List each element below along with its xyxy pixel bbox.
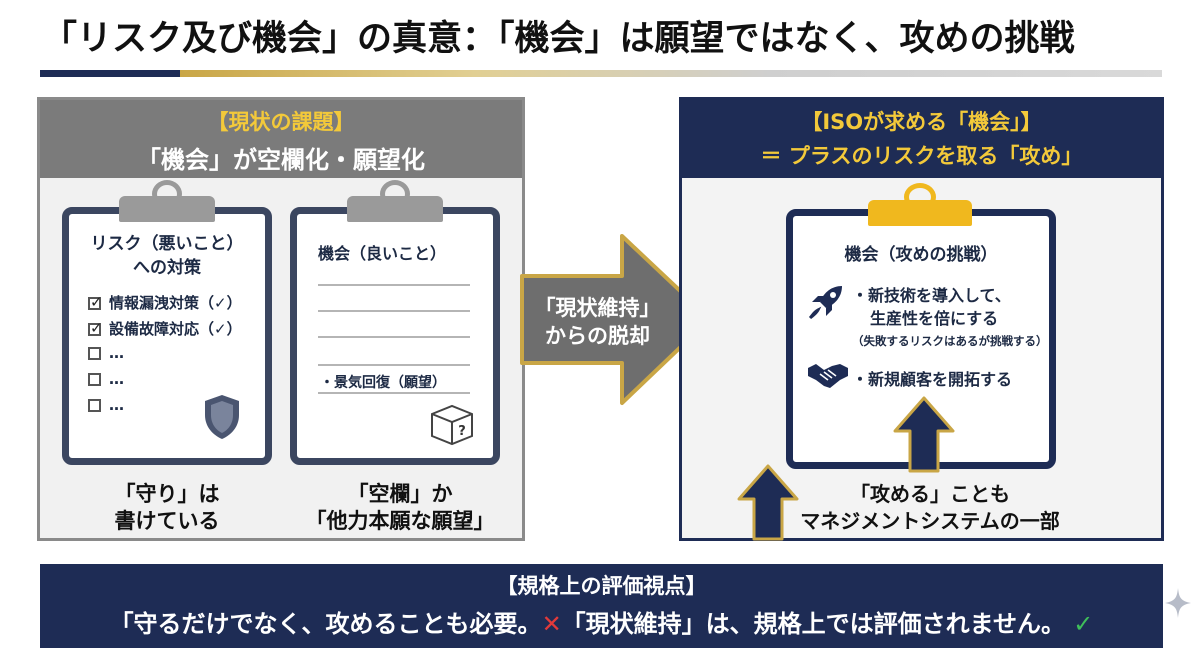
title-underline-gold	[180, 70, 1162, 77]
blank-line	[318, 310, 470, 312]
checked-box-icon	[88, 319, 103, 337]
challenge-item-new-tech-line1: ・新技術を導入して、	[852, 286, 1011, 305]
risk-card-title-line2: への対策	[133, 258, 201, 278]
shield-icon	[205, 395, 239, 439]
arrow-text-line1: 「現状維持」	[534, 296, 661, 320]
opportunity-caption-line2: 「他力本願な願望」	[305, 509, 495, 533]
opportunity-card-title: 機会（良いこと）	[318, 244, 447, 263]
page-title: 「リスク及び機会」の真意：「機会」は願望ではなく、攻めの挑戦	[42, 19, 1075, 59]
risk-caption: 「守り」は 書けている	[62, 481, 272, 535]
risk-item-4: …	[88, 370, 124, 392]
checked-box-icon	[88, 293, 103, 311]
transition-arrow-text: 「現状維持」 からの脱却	[520, 294, 675, 350]
iso-opportunity-header: 【ISOが求める「機会」】 ＝ プラスのリスクを取る「攻め」	[682, 100, 1161, 178]
risk-item-label: …	[109, 396, 124, 414]
blank-line	[318, 284, 470, 286]
opportunity-clipboard-clip	[347, 196, 443, 222]
opportunity-hope-item: ・景気回復（願望）	[320, 375, 446, 391]
empty-box-icon	[88, 399, 101, 412]
evaluation-message-part1: 「守るだけでなく、攻めることも必要。	[109, 610, 542, 638]
challenge-item-new-tech: ・新技術を導入して、 生産性を倍にする	[852, 284, 1011, 330]
iso-opportunity-heading: 【ISOが求める「機会」】	[801, 110, 1042, 134]
svg-text:?: ?	[458, 424, 466, 439]
management-system-caption-line1: 「攻める」ことも	[850, 482, 1010, 506]
risk-item-label: 情報漏洩対策（✓）	[109, 294, 242, 312]
challenge-item-new-customers: ・新規顧客を開拓する	[852, 370, 1013, 389]
blank-line	[318, 336, 470, 338]
management-system-caption-line2: マネジメントシステムの一部	[800, 509, 1060, 533]
up-arrow-icon	[893, 396, 955, 473]
handshake-icon	[808, 364, 848, 388]
evaluation-footer: 【規格上の評価視点】 「守るだけでなく、攻めることも必要。✕「現状維持」は、規格…	[40, 564, 1163, 648]
title-underline-navy	[40, 70, 180, 77]
empty-box-icon	[88, 373, 101, 386]
management-system-caption: 「攻める」ことも マネジメントシステムの一部	[770, 481, 1090, 535]
current-issues-subheading: 「機会」が空欄化・願望化	[137, 146, 425, 174]
risk-item-2: 設備故障対応（✓）	[88, 318, 242, 340]
blank-line	[318, 392, 470, 394]
risk-item-5: …	[88, 396, 124, 418]
check-icon: ✓	[1064, 610, 1094, 638]
cross-icon: ✕	[541, 610, 562, 638]
transition-arrow	[520, 234, 712, 405]
challenge-item-new-tech-line2: 生産性を倍にする	[870, 309, 999, 328]
risk-caption-line1: 「守り」は	[114, 482, 220, 506]
risk-card-title: リスク（悪いこと） への対策	[68, 232, 266, 280]
empty-box-icon	[88, 347, 101, 360]
current-issues-header: 【現状の課題】 「機会」が空欄化・願望化	[40, 100, 522, 178]
arrow-text-line2: からの脱却	[545, 324, 650, 348]
risk-clipboard-clip	[119, 196, 215, 222]
evaluation-message-part2: 「現状維持」は、規格上では評価されません。	[561, 610, 1065, 638]
iso-opportunity-subheading: ＝ プラスのリスクを取る「攻め」	[760, 144, 1083, 168]
opportunity-caption-line1: 「空欄」か	[347, 482, 453, 506]
blank-line	[318, 364, 470, 366]
challenge-card-title: 機会（攻めの挑戦）	[844, 245, 998, 265]
challenge-clipboard-clip	[868, 200, 972, 226]
sparkle-icon	[1165, 588, 1191, 618]
opportunity-caption: 「空欄」か 「他力本願な願望」	[290, 481, 510, 535]
risk-caption-line2: 書けている	[114, 509, 220, 533]
evaluation-heading: 【規格上の評価視点】	[496, 574, 707, 598]
question-box-icon: ?	[431, 404, 473, 446]
risk-item-label: …	[109, 344, 124, 362]
risk-item-label: 設備故障対応（✓）	[109, 320, 242, 338]
risk-item-1: 情報漏洩対策（✓）	[88, 292, 242, 314]
evaluation-message: 「守るだけでなく、攻めることも必要。✕「現状維持」は、規格上では評価されません。…	[40, 604, 1163, 639]
up-arrow-icon	[737, 464, 799, 541]
rocket-icon	[808, 286, 842, 320]
challenge-item-note: （失敗するリスクはあるが挑戦する）	[852, 334, 1048, 348]
risk-card-title-line1: リスク（悪いこと）	[90, 234, 244, 254]
risk-item-label: …	[109, 370, 124, 388]
title-underline	[40, 70, 1162, 77]
risk-item-3: …	[88, 344, 124, 366]
current-issues-heading: 【現状の課題】	[207, 110, 355, 134]
